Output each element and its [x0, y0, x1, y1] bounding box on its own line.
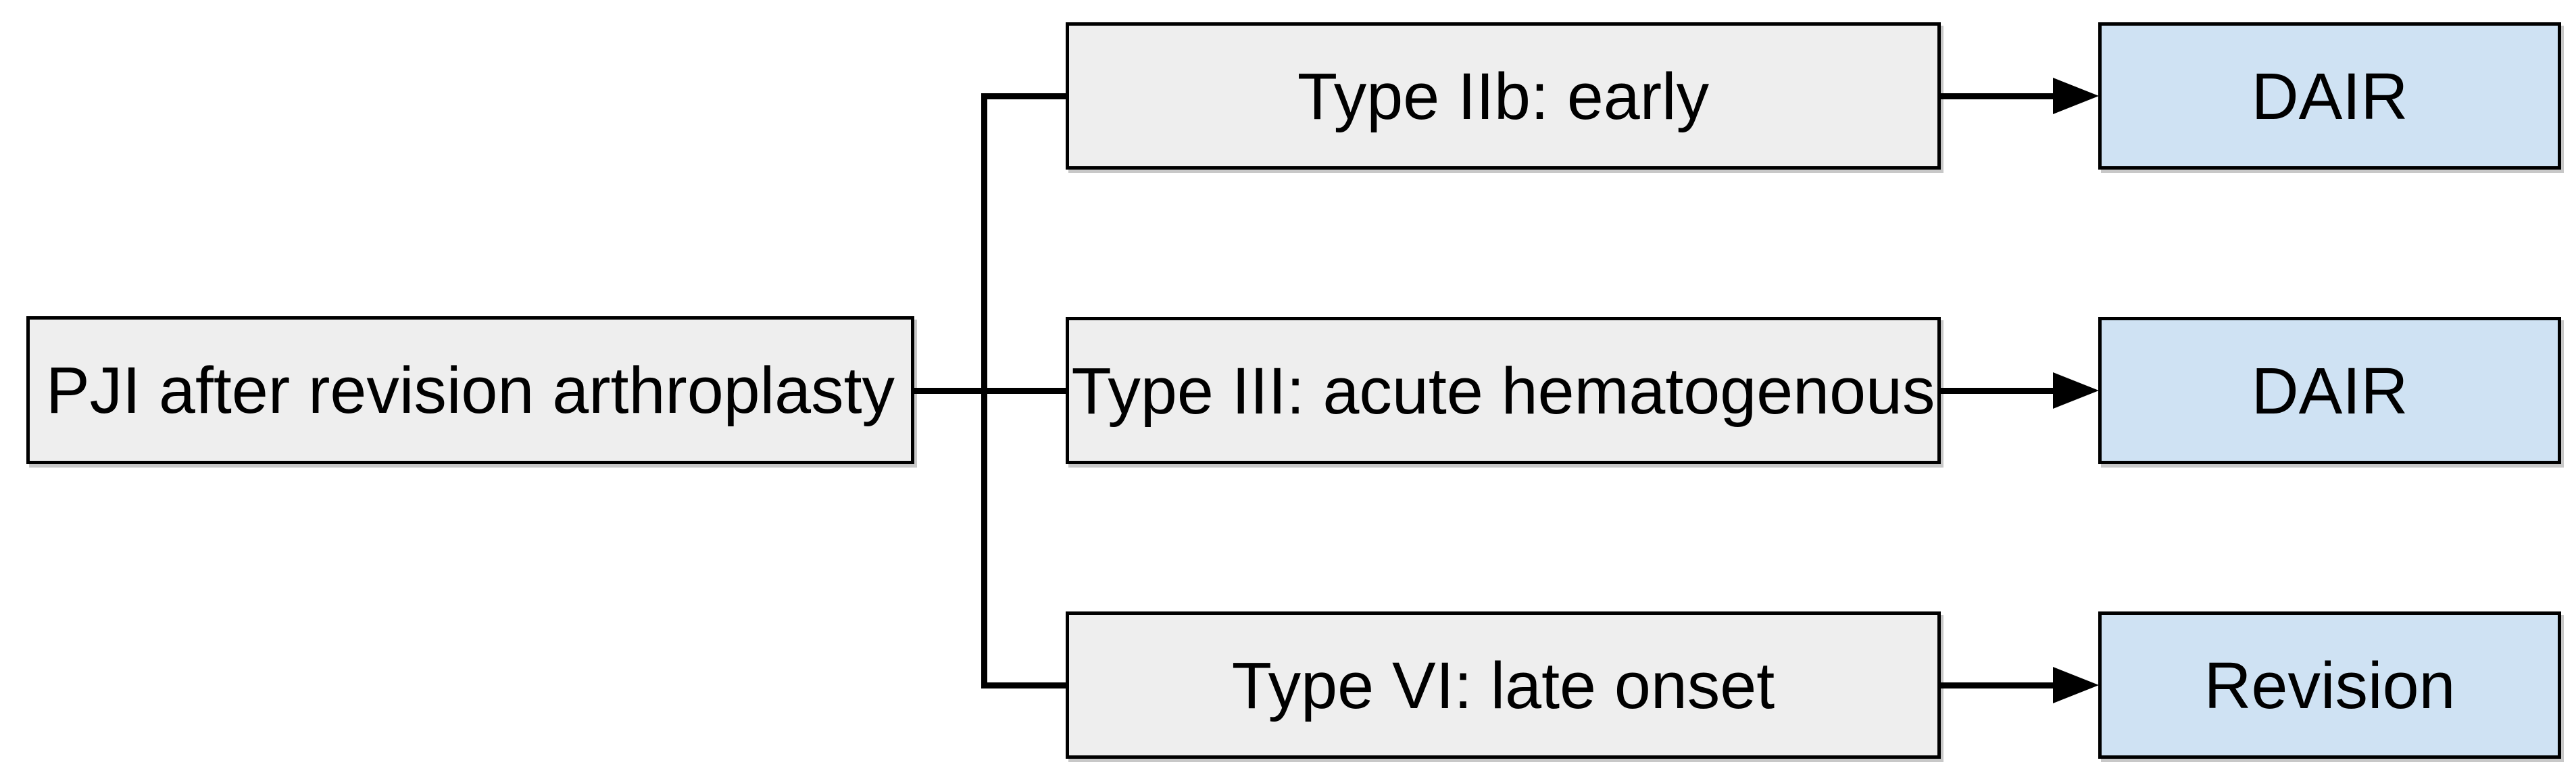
outcome-node-revision: Revision — [2098, 611, 2561, 759]
type-node-label: Type VI: late onset — [1231, 648, 1775, 722]
arrow-shaft-row-2 — [1941, 388, 2054, 394]
arrow-head-icon-row-1 — [2053, 78, 2099, 114]
type-node-label: Type III: acute hematogenous — [1071, 353, 1935, 428]
arrow-shaft-row-1 — [1941, 93, 2054, 99]
outcome-node-dair-2: DAIR — [2098, 317, 2561, 464]
connector-root-horizontal — [914, 388, 1066, 394]
outcome-node-dair-1: DAIR — [2098, 22, 2561, 170]
connector-branch-top — [981, 93, 1066, 99]
arrow-head-icon-row-2 — [2053, 372, 2099, 409]
type-node-label: Type IIb: early — [1297, 59, 1710, 133]
outcome-node-label: DAIR — [2251, 353, 2408, 428]
arrow-head-icon-row-3 — [2053, 667, 2099, 703]
root-node-label: PJI after revision arthroplasty — [45, 353, 895, 427]
type-node-iii-acute-hematogenous: Type III: acute hematogenous — [1066, 317, 1941, 464]
root-node-pji: PJI after revision arthroplasty — [26, 316, 914, 464]
outcome-node-label: Revision — [2204, 648, 2456, 722]
connector-branch-bottom — [981, 682, 1066, 688]
outcome-node-label: DAIR — [2251, 59, 2408, 133]
arrow-shaft-row-3 — [1941, 682, 2054, 688]
type-node-vi-late-onset: Type VI: late onset — [1066, 611, 1941, 759]
connector-trunk-vertical — [981, 93, 987, 688]
type-node-iib-early: Type IIb: early — [1066, 22, 1941, 170]
